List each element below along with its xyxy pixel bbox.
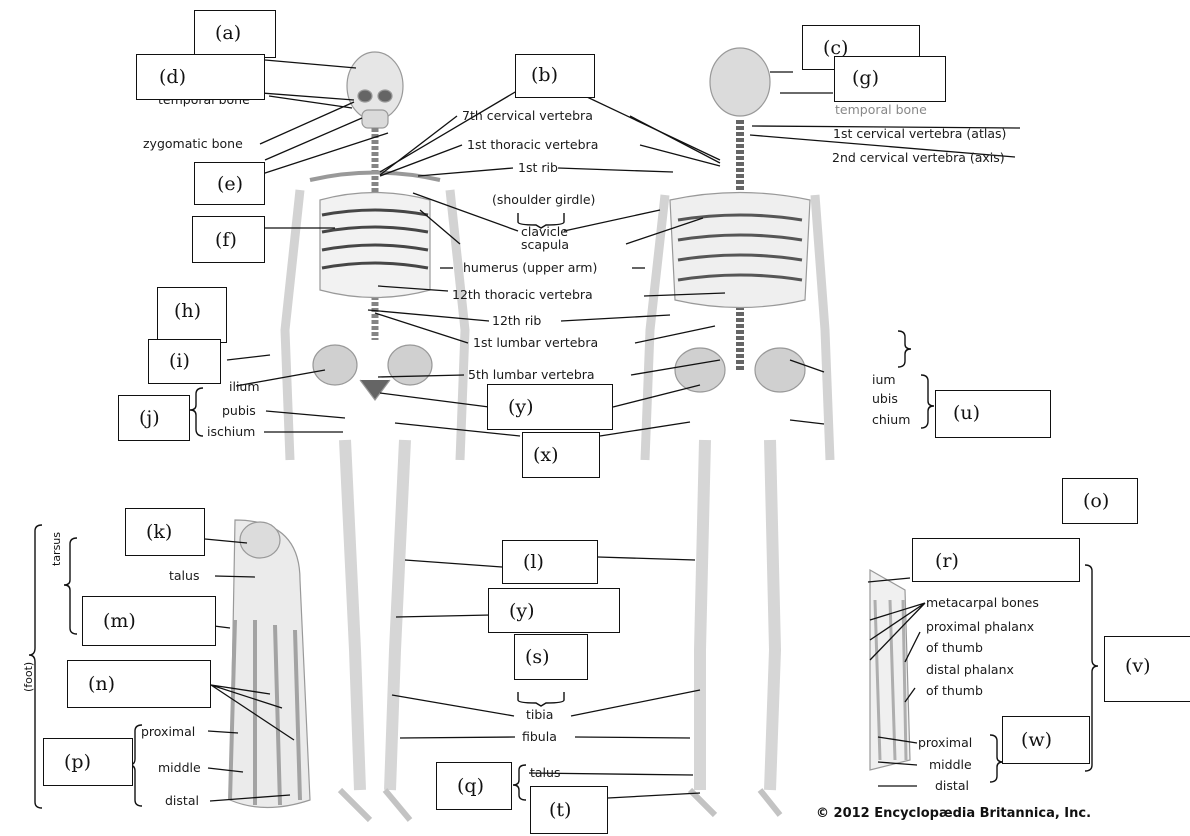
label-pubis-right: ubis [872,393,898,406]
answer-box-a[interactable]: (a) [194,10,276,58]
label-distal-phalanx: distal phalanx [926,664,1014,677]
copyright-notice: © 2012 Encyclopædia Britannica, Inc. [816,806,1091,821]
answer-box-v[interactable]: (v) [1104,636,1190,702]
label-middle-foot: middle [158,762,201,775]
label-pubis: pubis [222,405,256,418]
label-scapula: scapula [521,239,569,252]
label-tibia: tibia [526,709,553,722]
label-of-thumb-1: of thumb [926,642,983,655]
label-proximal-phalanx: proximal phalanx [926,621,1034,634]
answer-box-y-1[interactable]: (y) [487,384,613,430]
label-ischium-right: chium [872,414,910,427]
answer-box-x[interactable]: (x) [522,432,600,478]
answer-box-e[interactable]: (e) [194,162,265,205]
label-ilium: ilium [229,381,260,394]
answer-box-f[interactable]: (f) [192,216,265,263]
answer-box-r[interactable]: (r) [912,538,1080,582]
label-5th-lumbar-vertebra: 5th lumbar vertebra [468,369,595,382]
label-shoulder-girdle: (shoulder girdle) [492,194,595,207]
label-proximal-foot: proximal [141,726,195,739]
answer-box-o[interactable]: (o) [1062,478,1138,524]
answer-box-p[interactable]: (p) [43,738,133,786]
label-1st-rib: 1st rib [518,162,558,175]
label-talus-leg: talus [530,767,560,780]
label-12th-rib: 12th rib [492,315,541,328]
label-fibula: fibula [522,731,557,744]
label-1st-lumbar-vertebra: 1st lumbar vertebra [473,337,598,350]
answer-box-y-2[interactable]: (y) [488,588,620,633]
answer-box-i[interactable]: (i) [148,339,221,384]
answer-box-l[interactable]: (l) [502,540,598,584]
label-distal-hand: distal [935,780,969,793]
tarsus-group-label: tarsus [50,532,63,566]
label-1st-cervical-vertebra: 1st cervical vertebra (atlas) [833,128,1006,141]
label-ischium: ischium [207,426,255,439]
answer-box-m[interactable]: (m) [82,596,216,646]
answer-box-h[interactable]: (h) [157,287,227,343]
answer-box-q[interactable]: (q) [436,762,512,810]
label-1st-thoracic-vertebra: 1st thoracic vertebra [467,139,598,152]
label-humerus: humerus (upper arm) [463,262,597,275]
label-7th-cervical-vertebra: 7th cervical vertebra [462,110,593,123]
foot-group-label: (foot) [22,662,35,692]
answer-box-j[interactable]: (j) [118,395,190,441]
label-zygomatic-bone: zygomatic bone [143,138,243,151]
label-2nd-cervical-vertebra: 2nd cervical vertebra (axis) [832,152,1005,165]
answer-box-k[interactable]: (k) [125,508,205,556]
label-proximal-hand: proximal [918,737,972,750]
label-of-thumb-2: of thumb [926,685,983,698]
answer-box-n[interactable]: (n) [67,660,211,708]
answer-box-w[interactable]: (w) [1002,716,1090,764]
answer-box-s[interactable]: (s) [514,634,588,680]
answer-box-d[interactable]: (d) [136,54,265,100]
label-distal-foot: distal [165,795,199,808]
label-metacarpal-bones: metacarpal bones [926,597,1039,610]
answer-box-t[interactable]: (t) [530,786,608,834]
answer-box-u[interactable]: (u) [935,390,1051,438]
back-skull-shape [710,48,770,116]
label-ilium-right: ium [872,374,896,387]
label-talus-foot: talus [169,570,199,583]
label-12th-thoracic-vertebra: 12th thoracic vertebra [452,289,593,302]
label-temporal-bone-right: temporal bone [835,104,927,117]
answer-box-g[interactable]: (g) [834,56,946,102]
label-middle-hand: middle [929,759,972,772]
answer-box-b[interactable]: (b) [515,54,595,98]
